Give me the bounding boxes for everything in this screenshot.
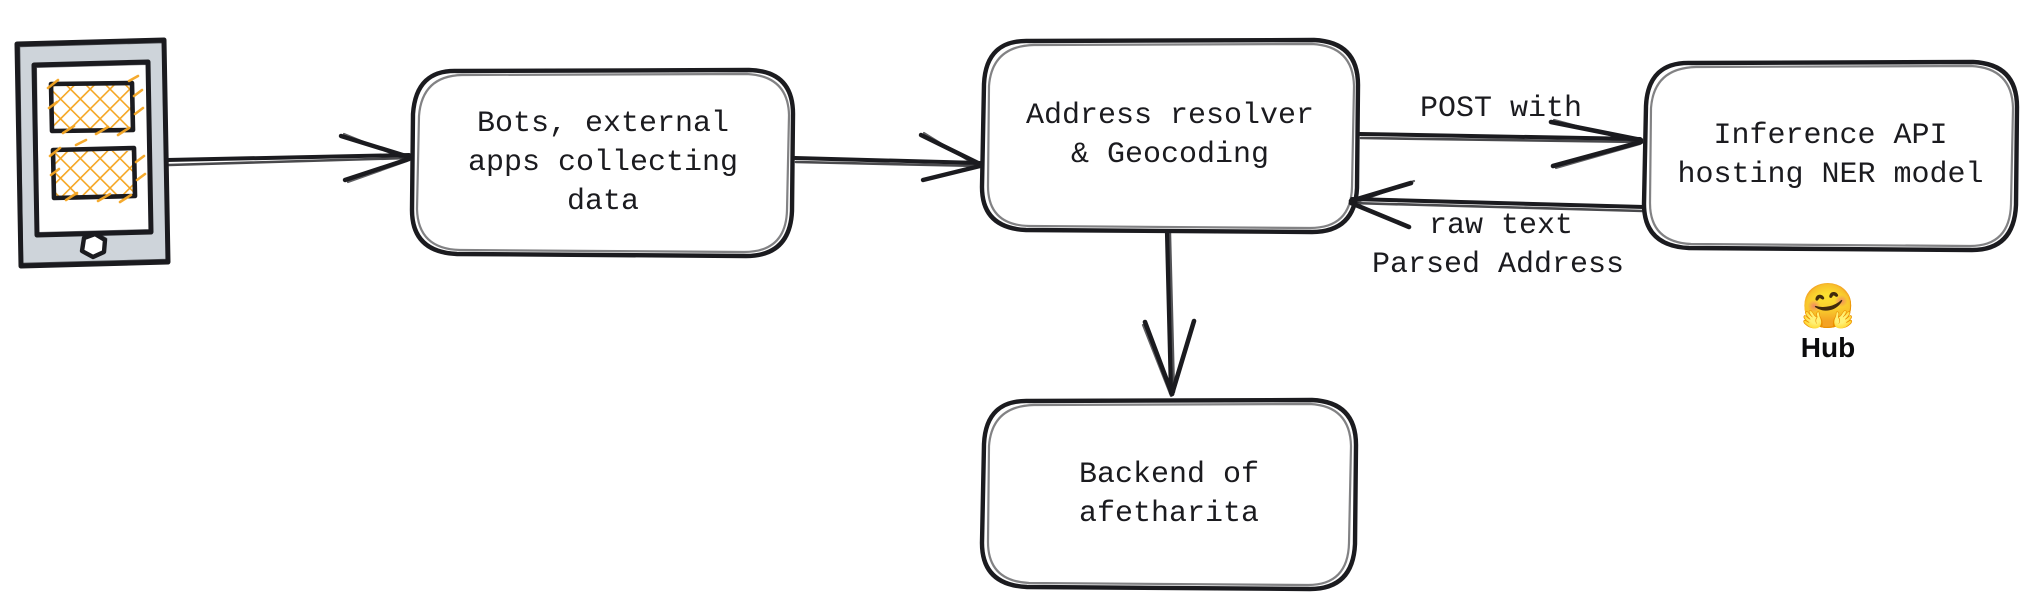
phone-home-button-icon — [79, 231, 108, 260]
edge-device-to-bots — [165, 132, 412, 184]
hugging-face-icon: 🤗 — [1800, 285, 1856, 335]
node-bots-box[interactable] — [409, 67, 796, 259]
node-resolver-box[interactable] — [979, 37, 1361, 235]
edge-inference-to-resolver — [1348, 179, 1646, 230]
mobile-phone-icon — [14, 37, 171, 269]
edge-label-post-line-2: raw text — [1428, 209, 1574, 243]
phone-content-bar-2 — [48, 138, 147, 204]
hub-badge-label: Hub — [1800, 332, 1856, 363]
huggingface-hub-badge: 🤗 Hub — [1773, 288, 1883, 362]
edge-resolver-to-inference — [1358, 118, 1644, 170]
edge-label-post-with-raw-text: POST with raw text — [1356, 12, 1646, 324]
phone-content-bar-1 — [46, 74, 145, 137]
edge-bots-to-resolver — [793, 131, 983, 183]
edge-label-post-line-1: POST with — [1419, 92, 1583, 126]
edge-label-parsed-address: Parsed Address — [1371, 248, 1625, 282]
node-backend-box[interactable] — [979, 397, 1359, 592]
edge-resolver-to-backend — [1141, 229, 1197, 398]
node-inference-api-box[interactable] — [1641, 59, 2020, 253]
